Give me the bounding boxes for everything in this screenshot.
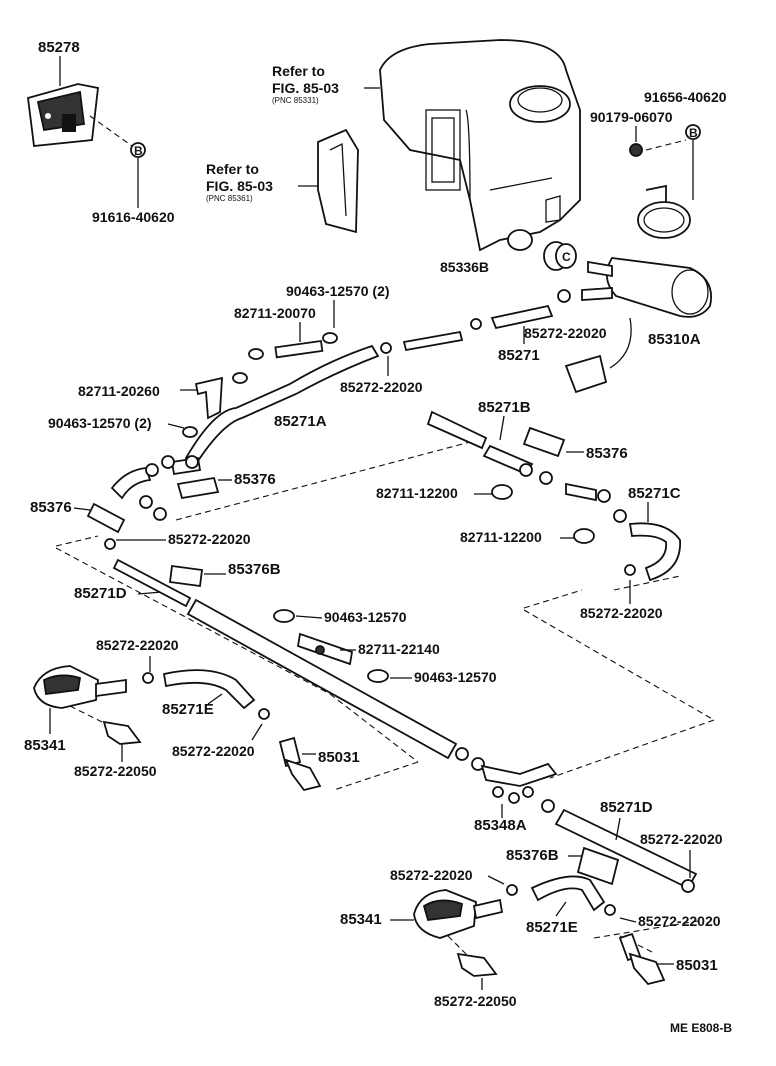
hose-85376B-b [576, 846, 620, 886]
hose-85271D-a [112, 558, 485, 771]
label-85271C: 85271C [628, 485, 681, 502]
hose-85271A [170, 342, 392, 476]
label-85271D-a: 85271D [74, 585, 127, 602]
mark-b-right: B [689, 126, 698, 140]
check-valve-85031-a [278, 736, 322, 792]
label-85271: 85271 [498, 347, 540, 364]
diagram-code: ME E808-B [670, 1021, 732, 1035]
label-90463-12570-d: 90463-12570 [414, 669, 497, 685]
label-85271B: 85271B [478, 399, 531, 416]
clip-90463-c [273, 609, 295, 623]
hose-cluster-left [86, 455, 220, 534]
hose-85271 [402, 289, 571, 352]
clip-82711-20070 [232, 332, 338, 384]
label-85376B-a: 85376B [228, 561, 281, 578]
label-82711-22140: 82711-22140 [358, 641, 440, 657]
label-85031-a: 85031 [318, 749, 360, 766]
label-85341-b: 85341 [340, 911, 382, 928]
grommet-85336B [543, 241, 577, 271]
label-85376-right: 85376 [586, 445, 628, 462]
label-85272-22020-l1: 85272-22020 [168, 531, 251, 547]
ref-a-pnc: (PNC 85331) [272, 96, 319, 105]
label-85272-22020-r2: 85272-22020 [640, 831, 723, 847]
clip-85272-22050-a [102, 720, 142, 745]
label-85336B: 85336B [440, 259, 489, 275]
clip-82711-22140 [296, 632, 354, 666]
check-valve-85031-b [618, 932, 666, 986]
label-85310A: 85310A [648, 331, 701, 348]
label-85271A: 85271A [274, 413, 327, 430]
label-85272-22020-l2: 85272-22020 [96, 637, 179, 653]
pump-clamp [637, 184, 691, 239]
hose-85271C [628, 522, 681, 582]
label-82711-20070: 82711-20070 [234, 305, 316, 321]
bracket-85278 [27, 83, 99, 147]
ref-b-pnc: (PNC 85361) [206, 194, 253, 203]
hose-85271E-a [162, 669, 256, 710]
label-91616-40620: 91616-40620 [92, 209, 175, 225]
label-85272-22050-b: 85272-22050 [434, 993, 517, 1009]
grommet [629, 143, 643, 157]
label-90179-06070: 90179-06070 [590, 109, 673, 125]
label-82711-12200-b: 82711-12200 [460, 529, 542, 545]
connector-85348A [480, 762, 558, 804]
label-85272-22020-r1: 85272-22020 [580, 605, 663, 621]
ref-a-fig: FIG. 85-03 [272, 80, 339, 96]
clip-90463-d [367, 669, 389, 683]
mark-b-left: B [134, 144, 143, 158]
label-85272-22020-mid: 85272-22020 [340, 379, 423, 395]
label-85272-22050-a: 85272-22050 [74, 763, 157, 779]
label-85272-22020-l3: 85272-22020 [172, 743, 255, 759]
ref-b-text: Refer to [206, 161, 259, 177]
label-85376-mid: 85376 [234, 471, 276, 488]
hose-85271E-b [530, 875, 606, 912]
clip-85272-22050-b [456, 952, 498, 977]
support-bracket [317, 128, 359, 234]
ref-a-text: Refer to [272, 63, 325, 79]
label-82711-20260: 82711-20260 [78, 383, 160, 399]
label-85271D-b: 85271D [600, 799, 653, 816]
label-85341-a: 85341 [24, 737, 66, 754]
washer-pump-85310A [564, 257, 712, 394]
label-91656-40620: 91656-40620 [644, 89, 727, 105]
hose-85376B-a [168, 564, 204, 588]
label-85271E-a: 85271E [162, 701, 214, 718]
label-90463-12570-c: 90463-12570 [324, 609, 407, 625]
label-85272-22020-b1: 85272-22020 [390, 867, 473, 883]
bolt-b-marker-right [685, 124, 701, 140]
label-85272-22020-r3: 85272-22020 [638, 913, 721, 929]
label-85271E-b: 85271E [526, 919, 578, 936]
label-90463-12570-2a: 90463-12570 (2) [286, 283, 390, 299]
label-85376-left: 85376 [30, 499, 72, 516]
label-90463-12570-2b: 90463-12570 (2) [48, 415, 152, 431]
label-85031-b: 85031 [676, 957, 718, 974]
nozzle-85341-b [413, 889, 504, 939]
washer-tank [379, 39, 581, 252]
bolt-b-marker-left [130, 142, 146, 158]
mark-c: C [562, 250, 571, 264]
label-82711-12200-a: 82711-12200 [376, 485, 458, 501]
label-85348A: 85348A [474, 817, 527, 834]
label-85272-22020-top: 85272-22020 [524, 325, 607, 341]
tee-82711-20260 [194, 376, 223, 420]
hose-85271B [426, 410, 627, 523]
label-85376B-b: 85376B [506, 847, 559, 864]
nozzle-85341-a [33, 665, 127, 709]
label-85278: 85278 [38, 39, 80, 56]
ref-b-fig: FIG. 85-03 [206, 178, 273, 194]
